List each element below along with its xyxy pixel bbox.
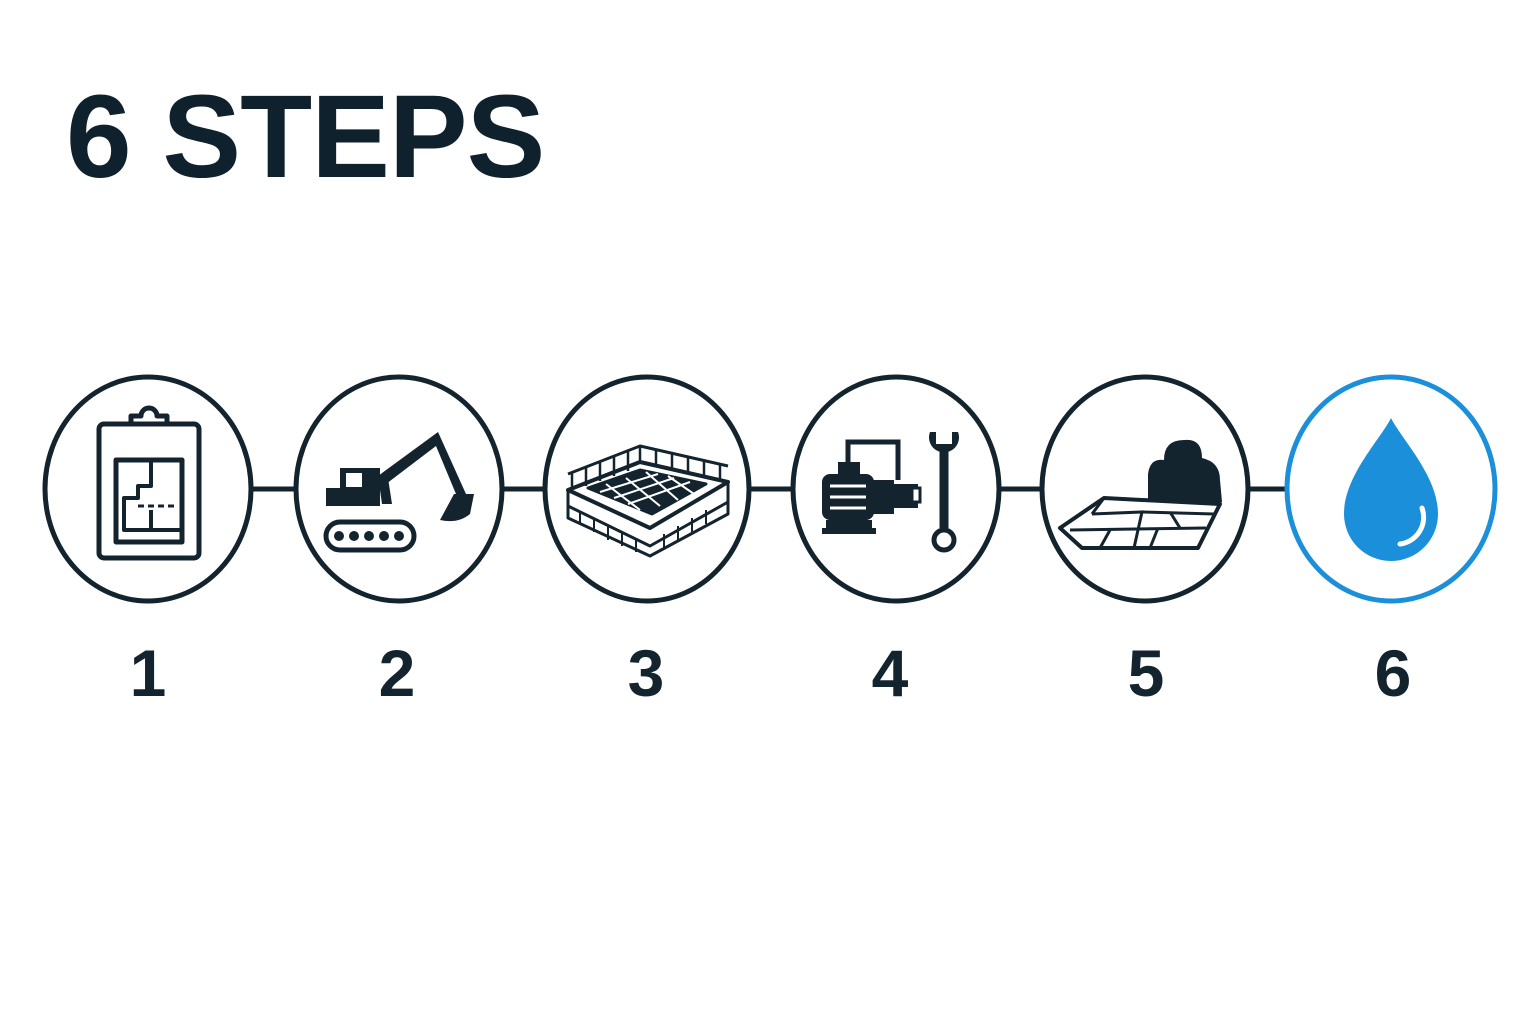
step-6 xyxy=(1284,374,1498,604)
step-number-2: 2 xyxy=(378,636,416,710)
step-5 xyxy=(1039,374,1251,604)
pump-and-wrench-icon xyxy=(822,432,960,553)
step-number-5: 5 xyxy=(1127,636,1165,710)
page-title: 6 STEPS xyxy=(66,71,545,203)
step-4 xyxy=(790,374,1002,604)
step-number-1: 1 xyxy=(129,636,167,710)
step-number-3: 3 xyxy=(627,636,665,710)
clipboard-floor-plan-icon xyxy=(96,405,202,561)
step-1 xyxy=(42,374,254,604)
paving-and-shrub-icon xyxy=(1058,439,1222,550)
excavator-icon xyxy=(323,432,474,553)
pool-frame-icon xyxy=(566,444,730,558)
step-3 xyxy=(542,374,752,604)
step-number-4: 4 xyxy=(871,636,909,710)
step-number-6: 6 xyxy=(1374,636,1412,710)
step-2 xyxy=(293,374,505,604)
water-drop-icon xyxy=(1344,418,1438,561)
